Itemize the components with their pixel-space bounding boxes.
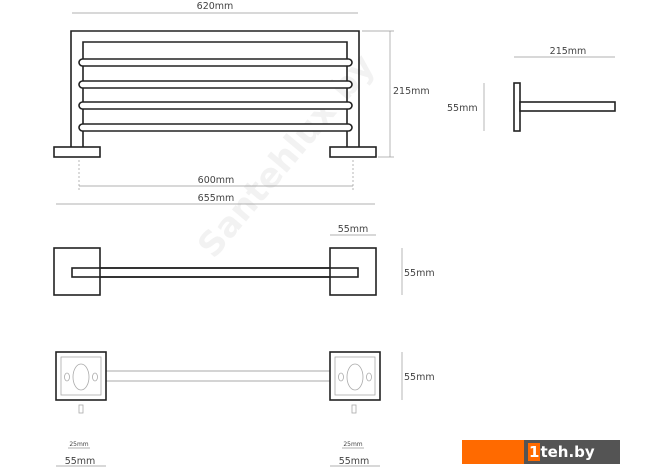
dimension-lines — [56, 12, 615, 467]
dim-215-depth: 215mm — [550, 46, 587, 57]
site-logo: 1teh.by — [462, 440, 620, 464]
screw-left — [78, 404, 84, 414]
dim-55-side: 55mm — [447, 103, 478, 114]
top-view — [53, 247, 377, 296]
dim-600: 600mm — [198, 175, 235, 186]
dim-620: 620mm — [197, 1, 234, 12]
dim-25-left: 25mm — [69, 441, 88, 448]
logo-digit: 1 — [528, 443, 541, 461]
dim-55-wall: 55mm — [404, 372, 435, 383]
frame-inner — [82, 41, 348, 147]
front-view — [53, 30, 377, 158]
foot-left — [53, 146, 101, 158]
rail-4 — [78, 123, 353, 132]
wall-view — [55, 351, 381, 414]
foot-right — [329, 146, 377, 158]
screw-right — [351, 404, 357, 414]
dim-55-top: 55mm — [338, 224, 369, 235]
dim-655: 655mm — [198, 193, 235, 204]
rail-3 — [78, 101, 353, 110]
frame-outer — [70, 30, 360, 147]
rail-1 — [78, 58, 353, 67]
dim-215-height: 215mm — [393, 86, 430, 97]
dim-55-top-height: 55mm — [404, 268, 435, 279]
dim-55-left: 55mm — [65, 456, 96, 467]
rail-2 — [78, 80, 353, 89]
dim-55-right: 55mm — [339, 456, 370, 467]
dim-25-right: 25mm — [343, 441, 362, 448]
side-view — [513, 82, 616, 132]
logo-text: teh.by — [540, 443, 595, 461]
